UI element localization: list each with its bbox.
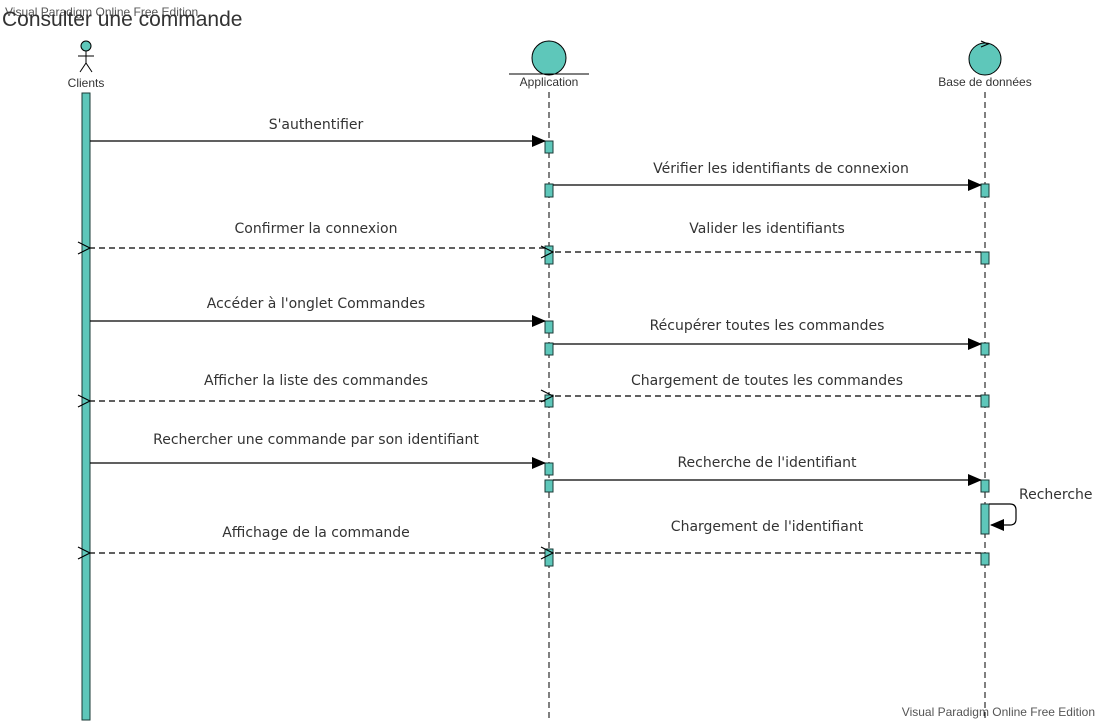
activation-app-5 (544, 342, 554, 356)
participant-clients[interactable]: Clients (68, 40, 105, 90)
message-label-4: Confirmer la connexion (235, 221, 398, 237)
message-label-3: Valider les identifiants (689, 221, 845, 237)
participant-application[interactable]: Application (509, 40, 589, 89)
message-4[interactable]: Confirmer la connexion (90, 221, 545, 248)
activation-clients (81, 92, 91, 721)
activation-app-3 (544, 245, 554, 265)
message-7[interactable]: Chargement de toutes les commandes (553, 373, 981, 396)
participant-label-clients: Clients (68, 76, 105, 90)
activation-app-4 (544, 320, 554, 334)
message-12[interactable]: Chargement de l'identifiant (553, 519, 981, 553)
message-label-5: Accéder à l'onglet Commandes (207, 296, 425, 312)
actor-icon (78, 40, 94, 73)
message-11-self[interactable]: Recherche (989, 487, 1093, 531)
message-label-6: Récupérer toutes les commandes (650, 318, 885, 334)
activation-db-1 (980, 183, 990, 198)
message-label-9: Rechercher une commande par son identifi… (153, 432, 479, 448)
control-icon (968, 40, 1002, 76)
boundary-icon (509, 40, 589, 76)
message-label-2: Vérifier les identifiants de connexion (653, 161, 909, 177)
activation-db-7 (980, 552, 990, 566)
message-label-11: Recherche (1019, 487, 1093, 503)
message-6[interactable]: Récupérer toutes les commandes (553, 318, 982, 350)
watermark-top: Visual Paradigm Online Free Edition (5, 5, 198, 19)
participant-database[interactable]: Base de données (938, 40, 1032, 89)
message-3[interactable]: Valider les identifiants (553, 221, 981, 252)
message-label-10: Recherche de l'identifiant (677, 455, 857, 471)
participant-label-database: Base de données (938, 75, 1031, 89)
message-10[interactable]: Recherche de l'identifiant (553, 455, 982, 486)
activation-db-4 (980, 394, 990, 408)
activation-app-7 (544, 462, 554, 476)
message-13[interactable]: Affichage de la commande (90, 525, 545, 553)
message-label-1: S'authentifier (269, 117, 364, 133)
activation-app-1 (544, 140, 554, 154)
message-label-12: Chargement de l'identifiant (671, 519, 864, 535)
participant-label-application: Application (520, 75, 579, 89)
activation-db-3 (980, 342, 990, 356)
message-2[interactable]: Vérifier les identifiants de connexion (553, 161, 982, 191)
activation-db-2 (980, 251, 990, 265)
activation-app-2 (544, 183, 554, 198)
activation-db-5 (980, 479, 990, 493)
watermark-bottom: Visual Paradigm Online Free Edition (902, 705, 1095, 719)
activation-app-6 (544, 394, 554, 408)
message-label-8: Afficher la liste des commandes (204, 373, 428, 389)
message-label-7: Chargement de toutes les commandes (631, 373, 903, 389)
message-9[interactable]: Rechercher une commande par son identifi… (90, 432, 546, 469)
activation-app-9 (544, 548, 554, 567)
message-1[interactable]: S'authentifier (90, 117, 546, 147)
message-8[interactable]: Afficher la liste des commandes (90, 373, 545, 401)
activation-app-8 (544, 479, 554, 493)
diagram-title: Consulter une commande (2, 8, 242, 31)
activation-db-6 (980, 503, 990, 535)
message-label-13: Affichage de la commande (222, 525, 410, 541)
message-5[interactable]: Accéder à l'onglet Commandes (90, 296, 546, 327)
